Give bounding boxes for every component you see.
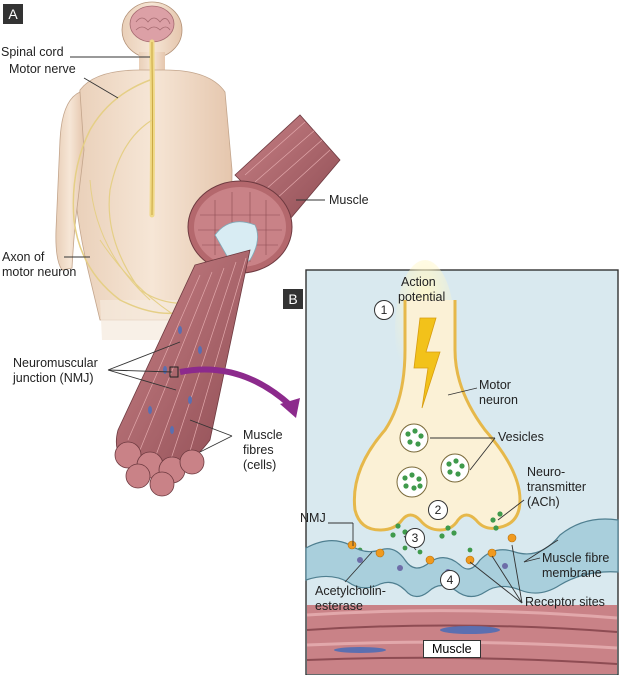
label-vesicles: Vesicles [498, 430, 544, 444]
step-2: 2 [428, 500, 448, 520]
label-action-1: Action [401, 275, 436, 289]
label-spinal-cord: Spinal cord [1, 45, 64, 59]
step-1: 1 [374, 300, 394, 320]
muscle-fibres-bottom [306, 605, 618, 674]
label-membrane-1: Muscle fibre [542, 551, 610, 565]
label-axon-1: Axon of [2, 250, 45, 264]
step-3: 3 [405, 528, 425, 548]
label-neuro-3: (ACh) [527, 495, 560, 509]
label-ache-1: Acetylcholin- [315, 584, 386, 598]
label-receptor-sites: Receptor sites [525, 595, 605, 609]
label-motor-nerve: Motor nerve [9, 62, 76, 76]
label-neuro-2: transmitter [527, 480, 587, 494]
label-axon-2: motor neuron [2, 265, 77, 279]
label-motor-neuron-1: Motor [479, 378, 511, 392]
zoom-arrow [179, 366, 293, 408]
label-muscle: Muscle [329, 193, 369, 207]
motor-nerve [72, 79, 191, 315]
brain-icon [129, 5, 175, 43]
panel-b [305, 260, 619, 675]
leader-lines-a [64, 56, 325, 453]
label-neuro-1: Neuro- [527, 465, 566, 479]
label-membrane-2: membrane [542, 566, 602, 580]
label-fibres-3: (cells) [243, 458, 277, 472]
neurotransmitter-molecules [357, 511, 503, 555]
muscle-bundle [114, 114, 341, 497]
label-nmj-1: Neuromuscular [13, 356, 98, 370]
label-nmj-short: NMJ [300, 511, 326, 525]
label-motor-neuron-2: neuron [479, 393, 518, 407]
label-fibres-2: fibres [243, 443, 274, 457]
vesicles [396, 423, 470, 498]
label-muscle-bottom: Muscle [423, 640, 481, 658]
label-nmj-2: junction (NMJ) [13, 371, 94, 385]
motor-neuron-terminal [352, 300, 522, 532]
label-ache-2: esterase [315, 599, 363, 613]
muscle-fibre-membrane [305, 518, 619, 598]
lightning-icon [413, 317, 441, 409]
panel-b-tag: B [283, 289, 303, 309]
step-4: 4 [440, 570, 460, 590]
label-action-2: potential [398, 290, 446, 304]
panel-a-tag: A [3, 4, 23, 24]
human-back-illustration [55, 1, 233, 340]
label-fibres-1: Muscle [243, 428, 283, 442]
